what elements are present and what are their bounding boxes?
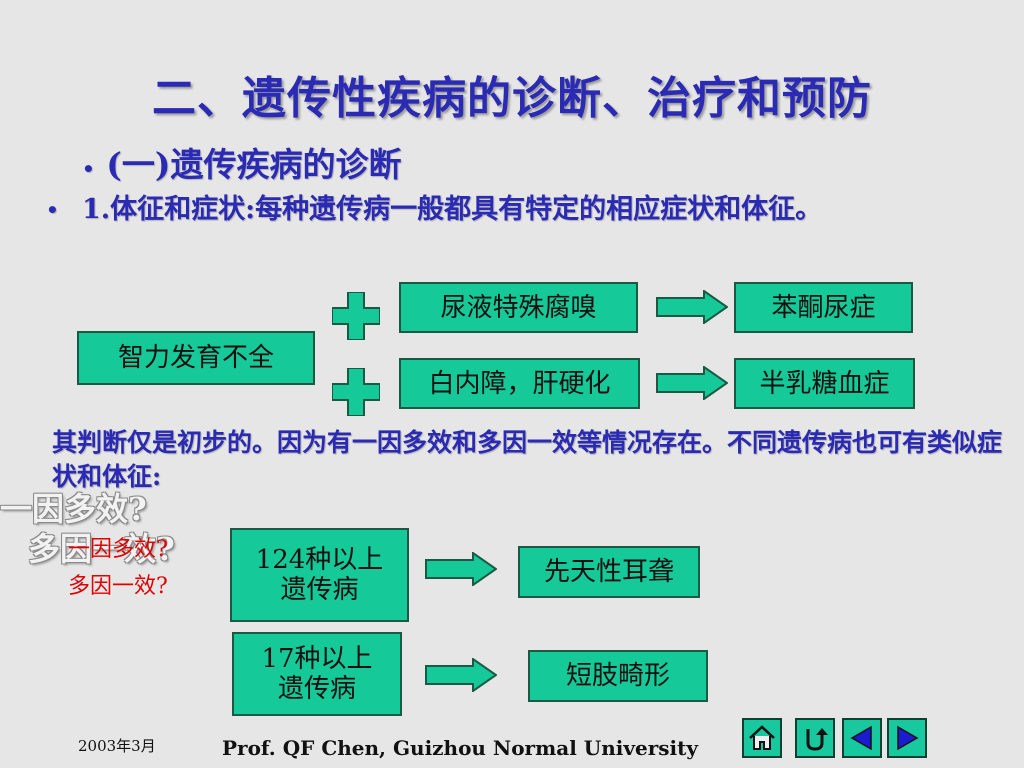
bullet-marker: • [82, 157, 95, 181]
sign-box-2: 白内障，肝硬化 [399, 358, 640, 409]
home-button[interactable] [742, 718, 782, 758]
result-box-2: 短肢畸形 [528, 650, 708, 702]
previous-button[interactable] [842, 718, 882, 758]
judgment-text: 其判断仅是初步的。因为有一因多效和多因一效等情况存在。不同遗传病也可有类似症状和… [52, 428, 1003, 491]
plus-icon [332, 368, 380, 416]
footer-credit: Prof. QF Chen, Guizhou Normal University [222, 736, 698, 760]
red-label-1: 一因多效? [68, 537, 168, 562]
arrow-right-icon [425, 552, 497, 586]
plus-icon [332, 292, 380, 340]
arrow-right-icon [425, 658, 497, 692]
bullet-2-text: 1.体征和症状:每种遗传病一般都具有特定的相应症状和体征。 [82, 194, 823, 225]
sign-box-1: 尿液特殊腐嗅 [399, 282, 638, 333]
next-icon [897, 725, 919, 751]
outline-label-1: 一因多效? [0, 490, 147, 528]
home-icon [749, 725, 775, 750]
arrow-right-icon [656, 366, 728, 400]
previous-icon [850, 725, 872, 751]
footer-date: 2003年3月 [78, 737, 156, 755]
slide-title: 二、遗传性疾病的诊断、治疗和预防 [152, 73, 872, 124]
bullet-1-text: (一)遗传疾病的诊断 [106, 145, 402, 184]
count-box-1: 124种以上遗传病 [230, 528, 409, 622]
return-icon [806, 728, 828, 751]
result-box-1: 先天性耳聋 [518, 546, 700, 598]
bullet-marker: • [46, 198, 59, 222]
disease-box-1: 苯酮尿症 [734, 282, 913, 333]
bullet-1: • (一)遗传疾病的诊断 [82, 138, 402, 186]
bullet-2: • 1.体征和症状:每种遗传病一般都具有特定的相应症状和体征。 [46, 192, 992, 228]
arrow-right-icon [656, 290, 728, 324]
next-button[interactable] [887, 718, 927, 758]
main-symptom-box: 智力发育不全 [77, 331, 315, 385]
return-button[interactable] [795, 718, 835, 758]
red-label-2: 多因一效? [68, 574, 168, 599]
disease-box-2: 半乳糖血症 [734, 358, 915, 409]
outline-label-2: 多因一效? [28, 530, 175, 568]
count-box-2: 17种以上遗传病 [232, 632, 402, 716]
